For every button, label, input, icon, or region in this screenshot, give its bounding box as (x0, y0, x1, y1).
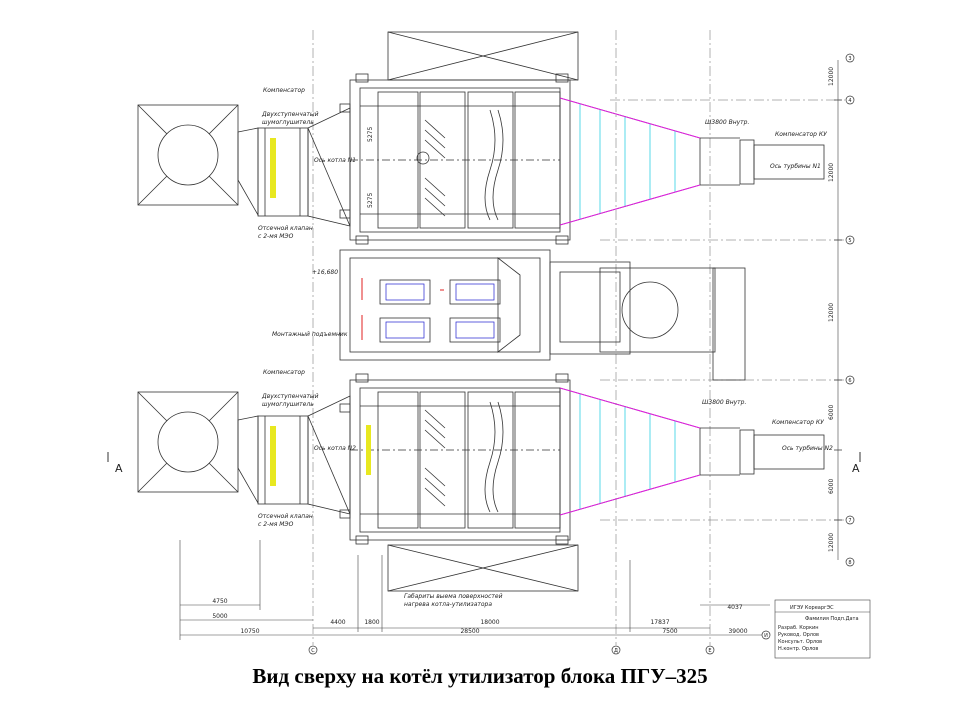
dim-10750: 10750 (240, 628, 259, 635)
boiler-2 (349, 379, 571, 541)
axis-grid-vertical (312, 30, 711, 645)
boiler-top-view-drawing: 3 4 5 6 7 8 С Д Е И 12000 12000 12000 60… (107, 30, 871, 659)
callout-axis-turbine-2: Ось турбины N2 (782, 445, 833, 452)
dim-1800: 1800 (364, 619, 379, 626)
duct-left-bottom (237, 395, 351, 515)
title-block-line-4: Консульт. Орлов (778, 639, 822, 645)
diffuser-1-cyan (579, 104, 676, 219)
left-stack-top (137, 104, 239, 206)
top-truss (387, 31, 579, 81)
title-block-line-3: Руковод. Орлов (778, 632, 819, 638)
middle-equipment (339, 249, 746, 381)
dim-4750: 4750 (212, 598, 227, 605)
dim-5275-b: 5275 (367, 193, 374, 208)
callout-compensator-ku-top: Компенсатор КУ (775, 131, 827, 138)
page-caption: Вид сверху на котёл утилизатор блока ПГУ… (252, 664, 708, 688)
axis-bubble-7: 7 (848, 518, 851, 524)
corner-stubs (339, 73, 569, 545)
callout-compensator-top: Компенсатор (263, 87, 305, 94)
callout-level-mark: +16,680 (312, 269, 338, 276)
section-marker-right: А (852, 462, 860, 475)
axis-bubble-i: И (764, 633, 768, 639)
callout-valve-top-1: Отсечной клапан (258, 225, 313, 232)
red-valves (361, 278, 444, 340)
callout-valve-bottom-2: с 2-мя МЭО (258, 521, 294, 528)
boiler-1 (349, 79, 571, 241)
dim-4037: 4037 (727, 604, 742, 611)
dim-right-1: 12000 (828, 67, 835, 86)
callout-muffler-top-1: Двухступенчатый (261, 111, 319, 118)
axis-bubble-d: Д (614, 648, 618, 654)
dim-right-4: 6000 (828, 405, 835, 420)
dim-4400: 4400 (330, 619, 345, 626)
title-block-line-2: Разраб. Коркин (778, 625, 819, 631)
left-stack-bottom (137, 391, 239, 493)
callout-compensator-mid: Компенсатор (263, 369, 305, 376)
callout-axis-turbine-1: Ось турбины N1 (770, 163, 821, 170)
diffuser-2-magenta (559, 387, 701, 516)
diffuser-1-magenta (559, 97, 701, 226)
dim-7500: 7500 (662, 628, 677, 635)
section-marker-left: А (115, 462, 123, 475)
title-block-line-5: Н.контр. Орлов (778, 646, 818, 652)
dim-right-6: 12000 (828, 533, 835, 552)
title-block-line-1: Фамилия Подп.Дата (805, 616, 859, 622)
dim-right-2: 12000 (828, 163, 835, 182)
axis-bubble-3: 3 (848, 56, 851, 62)
dim-right-5: 6000 (828, 479, 835, 494)
callout-compensator-ku-bottom: Компенсатор КУ (772, 419, 824, 426)
axis-bubble-e: Е (708, 648, 711, 654)
bottom-dim-lines (179, 540, 770, 640)
callout-axis-boiler-1: Ось котла N1 (314, 157, 356, 164)
callout-diameter-bottom: Ш3800 Внутр. (702, 399, 746, 406)
dim-17837: 17837 (650, 619, 669, 626)
dim-28500: 28500 (460, 628, 479, 635)
callout-platform: Монтажный подъемник (272, 331, 348, 338)
diffuser-1 (559, 97, 825, 226)
callout-muffler-top-2: шумоглушитель (262, 119, 314, 126)
axis-bubble-6: 6 (848, 378, 851, 384)
duct-left-top (237, 107, 351, 227)
dim-18000: 18000 (480, 619, 499, 626)
callout-valve-top-2: с 2-мя МЭО (258, 233, 294, 240)
title-block-org: ИГЭУ КореаргЭС (790, 605, 834, 611)
axis-bubble-5: 5 (848, 238, 851, 244)
bottom-truss (387, 544, 579, 592)
callout-valve-bottom-1: Отсечной клапан (258, 513, 313, 520)
axis-bubble-8: 8 (848, 560, 851, 566)
diffuser-2-cyan (579, 394, 676, 509)
title-block-frame (774, 599, 871, 659)
callout-removal-2: нагрева котла-утилизатора (404, 601, 492, 608)
callout-muffler-bottom-1: Двухступенчатый (261, 393, 319, 400)
right-ticks (834, 99, 842, 521)
dim-right-3: 12000 (828, 303, 835, 322)
callout-axis-boiler-2: Ось котла N2 (314, 445, 356, 452)
callout-diameter-top: Ш3800 Внутр. (705, 119, 749, 126)
dim-39000: 39000 (728, 628, 747, 635)
axis-bubble-4: 4 (848, 98, 851, 104)
dim-5000: 5000 (212, 613, 227, 620)
axis-bubble-c: С (311, 648, 315, 654)
blue-pumps (385, 283, 495, 339)
callout-muffler-bottom-2: шумоглушитель (262, 401, 314, 408)
callout-removal-1: Габариты выема поверхностей (404, 593, 503, 600)
dim-5275-a: 5275 (367, 127, 374, 142)
